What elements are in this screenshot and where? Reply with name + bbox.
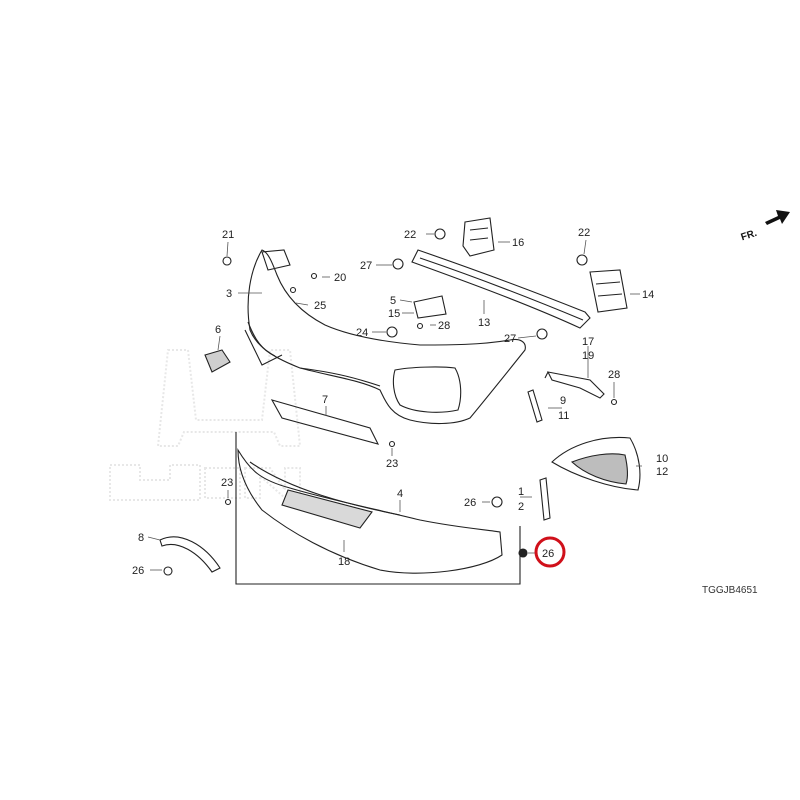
callout-22b: 22	[578, 227, 590, 239]
side-bracket-17	[547, 371, 605, 399]
callout-28a: 28	[438, 320, 450, 332]
callout-25: 25	[314, 300, 326, 312]
callout-28b: 28	[608, 369, 620, 381]
fastener-24	[386, 326, 398, 338]
callout-6: 6	[215, 324, 221, 336]
upper-bumper-cover	[247, 249, 526, 425]
callout-17: 17	[582, 336, 594, 348]
screw-28a	[416, 322, 424, 330]
callout-13: 13	[478, 317, 490, 329]
callout-15: 15	[388, 308, 400, 320]
fastener-27a	[392, 258, 404, 270]
fastener-22a	[434, 228, 446, 240]
screw-28b	[610, 398, 618, 406]
callout-26a: 26	[464, 497, 476, 509]
fastener-26c	[163, 566, 173, 576]
fastener-27b	[536, 328, 548, 340]
callout-labels: 21 3 20 25 22 16 27 5 15 28 13 24 22 14 …	[132, 227, 668, 577]
callout-5: 5	[390, 295, 396, 307]
callout-12: 12	[656, 466, 668, 478]
highlight-ring	[534, 536, 566, 568]
side-spacer-6	[204, 349, 231, 373]
callout-18: 18	[338, 556, 350, 568]
arrow-icon	[765, 210, 790, 225]
callout-24: 24	[356, 327, 368, 339]
callout-1: 1	[518, 486, 524, 498]
leader-lines	[147, 233, 642, 571]
front-direction-arrow: FR.	[740, 210, 790, 243]
fastener-26b	[518, 548, 528, 558]
front-label: FR.	[740, 228, 759, 244]
fastener-21	[222, 256, 232, 266]
parts-line-art	[159, 217, 641, 585]
callout-9: 9	[560, 395, 566, 407]
callout-7: 7	[322, 394, 328, 406]
callout-16: 16	[512, 237, 524, 249]
callout-11: 11	[558, 410, 569, 422]
callout-19: 19	[582, 350, 594, 362]
lower-grille-7	[270, 399, 380, 445]
callout-22a: 22	[404, 229, 416, 241]
callout-14: 14	[642, 289, 654, 301]
highlighted-callout-number: 26	[542, 548, 554, 560]
callout-3: 3	[226, 288, 232, 300]
fastener-26a	[491, 496, 503, 508]
highlighted-callout[interactable]: 26	[534, 536, 566, 568]
screw-23b	[224, 498, 232, 506]
callout-4: 4	[397, 488, 403, 500]
assembly-box	[235, 432, 521, 585]
callout-2: 2	[518, 501, 524, 513]
fog-light-grille	[551, 436, 641, 491]
callout-27b: 27	[504, 333, 516, 345]
callout-27a: 27	[360, 260, 372, 272]
callout-21: 21	[222, 229, 234, 241]
trim-1	[539, 477, 551, 521]
screw-25	[289, 286, 297, 294]
honda-watermark-logo	[109, 349, 302, 501]
fastener-22b	[576, 254, 588, 266]
callout-8: 8	[138, 532, 144, 544]
screw-20	[310, 272, 318, 280]
spacer-5	[413, 295, 447, 319]
screw-23a	[388, 440, 396, 448]
bracket-14	[589, 269, 628, 313]
lower-spoiler	[237, 448, 503, 574]
bracket-16	[462, 217, 495, 257]
drawing-code: TGGJB4651	[702, 585, 758, 596]
callout-23b: 23	[221, 477, 233, 489]
callout-26b: 26	[132, 565, 144, 577]
callout-23a: 23	[386, 458, 398, 470]
bracket-9	[527, 389, 543, 423]
bumper-beam	[411, 249, 591, 329]
callout-10: 10	[656, 453, 668, 465]
callout-20: 20	[334, 272, 346, 284]
mudguard-8	[159, 536, 221, 573]
